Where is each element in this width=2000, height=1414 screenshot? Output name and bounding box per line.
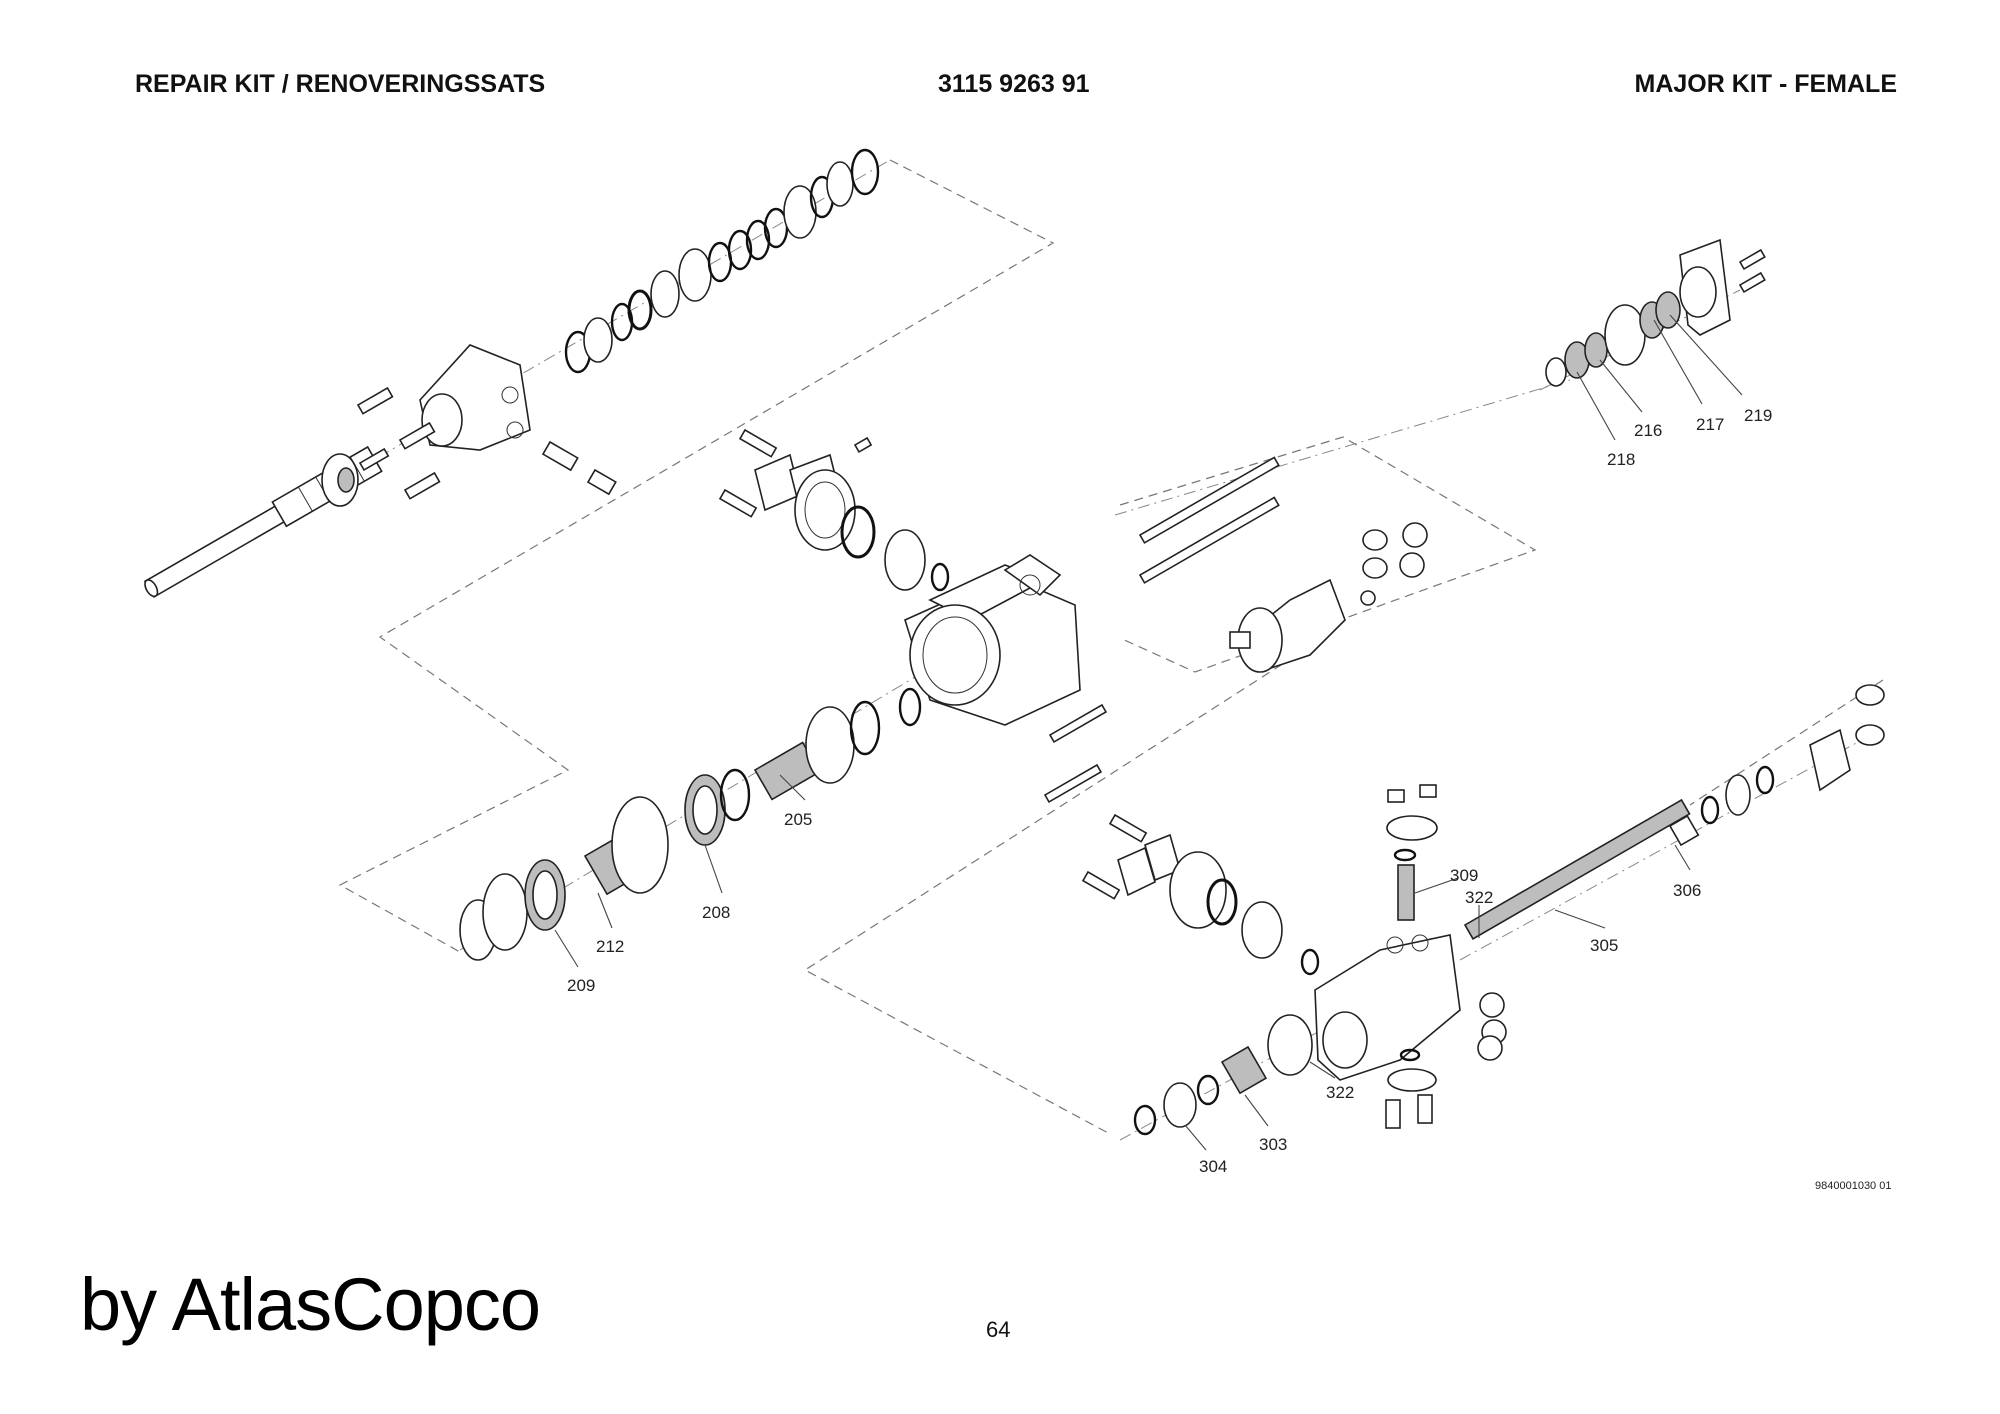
callout-305: 305: [1590, 936, 1618, 955]
callout-205: 205: [784, 810, 812, 829]
spool-305: [1463, 684, 1885, 940]
header-part-number: 3115 9263 91: [938, 70, 1090, 98]
callout-209: 209: [567, 976, 595, 995]
right-gear-stack: [1545, 238, 1766, 387]
page-number: 64: [986, 1317, 1011, 1342]
hydraulic-motor: [1229, 522, 1428, 673]
axis-to-right-gear: [1114, 379, 1571, 516]
axis-spool: [1459, 729, 1881, 961]
shaft-seal-washer: [321, 453, 359, 507]
lower-cover-assembly: [1081, 813, 1320, 976]
callout-322-lower: 322: [1326, 1083, 1354, 1102]
fittings: [541, 440, 617, 496]
boundary-motor: [1119, 436, 1537, 673]
boundary-upper: [338, 159, 1055, 953]
callout-labels: 216 217 219 218 205 208 212 209 309 322 …: [567, 406, 1772, 1176]
callout-212: 212: [596, 937, 624, 956]
upper-bearing-housing: [419, 344, 531, 451]
callout-306: 306: [1673, 881, 1701, 900]
callout-218: 218: [1607, 450, 1635, 469]
assembly-boundary-lines: [338, 159, 1884, 1135]
tie-rods: [1043, 456, 1280, 804]
upper-seal-stack: [564, 148, 880, 374]
callout-216: 216: [1634, 421, 1662, 440]
header-kit-variant: MAJOR KIT - FEMALE: [1634, 70, 1898, 98]
lower-gear-train: [459, 687, 922, 961]
lower-fittings: [1477, 992, 1507, 1061]
header-kit-title: REPAIR KIT / RENOVERINGSSATS: [135, 70, 546, 98]
callout-309: 309: [1450, 866, 1478, 885]
housing-bolts: [356, 386, 441, 500]
leader-lines: [554, 314, 1743, 1151]
upper-cover-assembly: [718, 428, 950, 592]
drawing-reference-code: 9840001030 01: [1815, 1180, 1892, 1192]
callout-217: 217: [1696, 415, 1724, 434]
main-pump-housing: [904, 554, 1081, 726]
valve-spool-309: [1385, 784, 1438, 1129]
lower-seal-stack: [1133, 1014, 1313, 1136]
callout-208: 208: [702, 903, 730, 922]
axis-upper-shaft: [149, 159, 891, 591]
callout-303: 303: [1259, 1135, 1287, 1154]
callout-322-upper: 322: [1465, 888, 1493, 907]
callout-304: 304: [1199, 1157, 1227, 1176]
brand-watermark: by AtlasCopco: [80, 1263, 541, 1346]
axis-valve: [1119, 1019, 1341, 1141]
boundary-right: [1689, 679, 1884, 806]
valve-block-housing: [1314, 934, 1461, 1081]
boundary-lower: [803, 639, 1321, 1135]
callout-219: 219: [1744, 406, 1772, 425]
